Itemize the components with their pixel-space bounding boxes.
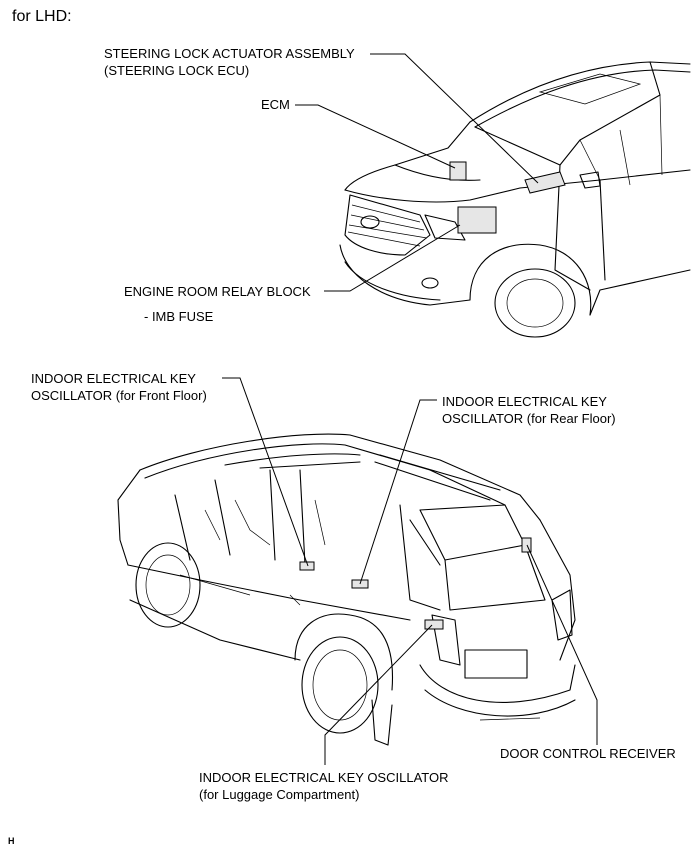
door-control-receiver-leader xyxy=(526,544,598,745)
steering-lock-label-line2: (STEERING LOCK ECU) xyxy=(104,63,250,78)
luggage-label-line2: (for Luggage Compartment) xyxy=(199,787,360,802)
luggage-oscillator-part xyxy=(424,619,444,630)
relay-block-part xyxy=(457,206,497,234)
front-floor-leader xyxy=(222,377,309,567)
door-control-receiver-label: DOOR CONTROL RECEIVER xyxy=(500,746,676,761)
ecm-leader xyxy=(295,104,456,169)
steering-lock-leader xyxy=(370,53,539,184)
door-control-receiver-part xyxy=(521,537,532,553)
front-floor-oscillator-label: INDOOR ELECTRICAL KEY OSCILLATOR (for Fr… xyxy=(31,370,207,404)
relay-block-leader xyxy=(324,224,461,292)
steering-lock-part xyxy=(524,171,566,194)
rear-floor-label-line2: OSCILLATOR (for Rear Floor) xyxy=(442,411,616,426)
ecm-part xyxy=(449,161,467,181)
rear-vehicle-drawing xyxy=(117,433,576,746)
luggage-label-line1: INDOOR ELECTRICAL KEY OSCILLATOR xyxy=(199,770,449,785)
front-floor-label-line1: INDOOR ELECTRICAL KEY xyxy=(31,371,196,386)
luggage-oscillator-label: INDOOR ELECTRICAL KEY OSCILLATOR (for Lu… xyxy=(199,769,448,803)
rear-floor-label-line1: INDOOR ELECTRICAL KEY xyxy=(442,394,607,409)
steering-lock-label-line1: STEERING LOCK ACTUATOR ASSEMBLY xyxy=(104,46,355,61)
ecm-label: ECM xyxy=(261,97,290,112)
figure-code: H xyxy=(8,836,15,846)
relay-block-label: ENGINE ROOM RELAY BLOCK xyxy=(124,284,311,299)
steering-lock-label: STEERING LOCK ACTUATOR ASSEMBLY (STEERIN… xyxy=(104,45,355,79)
imb-fuse-label: - IMB FUSE xyxy=(144,309,214,324)
page-title: for LHD: xyxy=(12,8,72,25)
luggage-leader xyxy=(324,624,433,765)
front-vehicle-drawing xyxy=(339,61,691,338)
front-floor-label-line2: OSCILLATOR (for Front Floor) xyxy=(31,388,207,403)
rear-floor-oscillator-label: INDOOR ELECTRICAL KEY OSCILLATOR (for Re… xyxy=(442,393,616,427)
rear-floor-leader xyxy=(359,399,437,585)
